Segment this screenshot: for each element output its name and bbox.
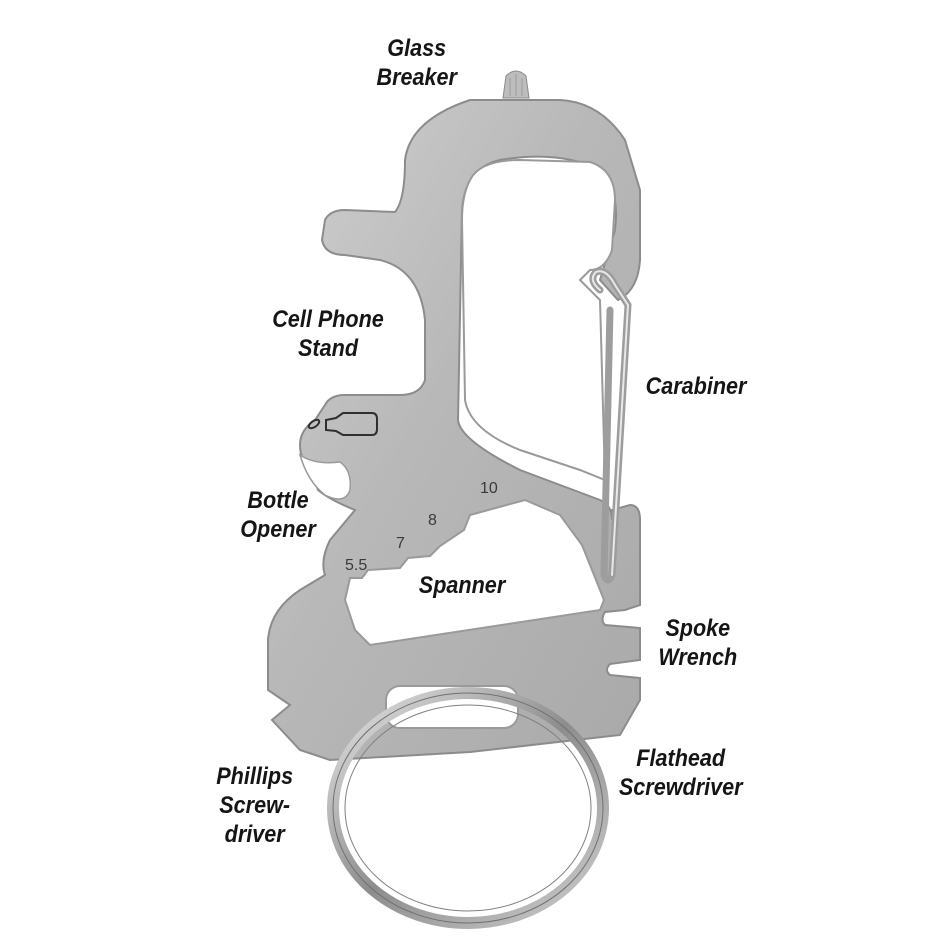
label-glass-breaker: Glass Breaker bbox=[376, 35, 457, 91]
label-cell-phone-stand: Cell Phone Stand bbox=[272, 306, 384, 362]
glass-breaker-stud bbox=[502, 70, 530, 99]
spanner-size-7: 7 bbox=[396, 535, 405, 552]
spanner-size-8: 8 bbox=[428, 512, 437, 529]
label-phillips-screwdriver: Phillips Screw- driver bbox=[216, 763, 294, 848]
spanner-opening bbox=[343, 498, 606, 647]
bottle-opener-notch bbox=[298, 453, 352, 500]
label-spanner: Spanner bbox=[418, 572, 506, 599]
bottle-icon bbox=[307, 412, 378, 436]
carabiner-opening bbox=[460, 158, 617, 482]
label-spoke-wrench: Spoke Wrench bbox=[658, 615, 738, 671]
split-key-ring-icon bbox=[327, 687, 609, 929]
spanner-size-5-5: 5.5 bbox=[345, 557, 368, 574]
label-carabiner: Carabiner bbox=[645, 373, 747, 400]
label-flathead-screwdriver: Flathead Screwdriver bbox=[618, 745, 743, 801]
spanner-size-10: 10 bbox=[480, 480, 498, 497]
label-bottle-opener: Bottle Opener bbox=[240, 487, 316, 543]
